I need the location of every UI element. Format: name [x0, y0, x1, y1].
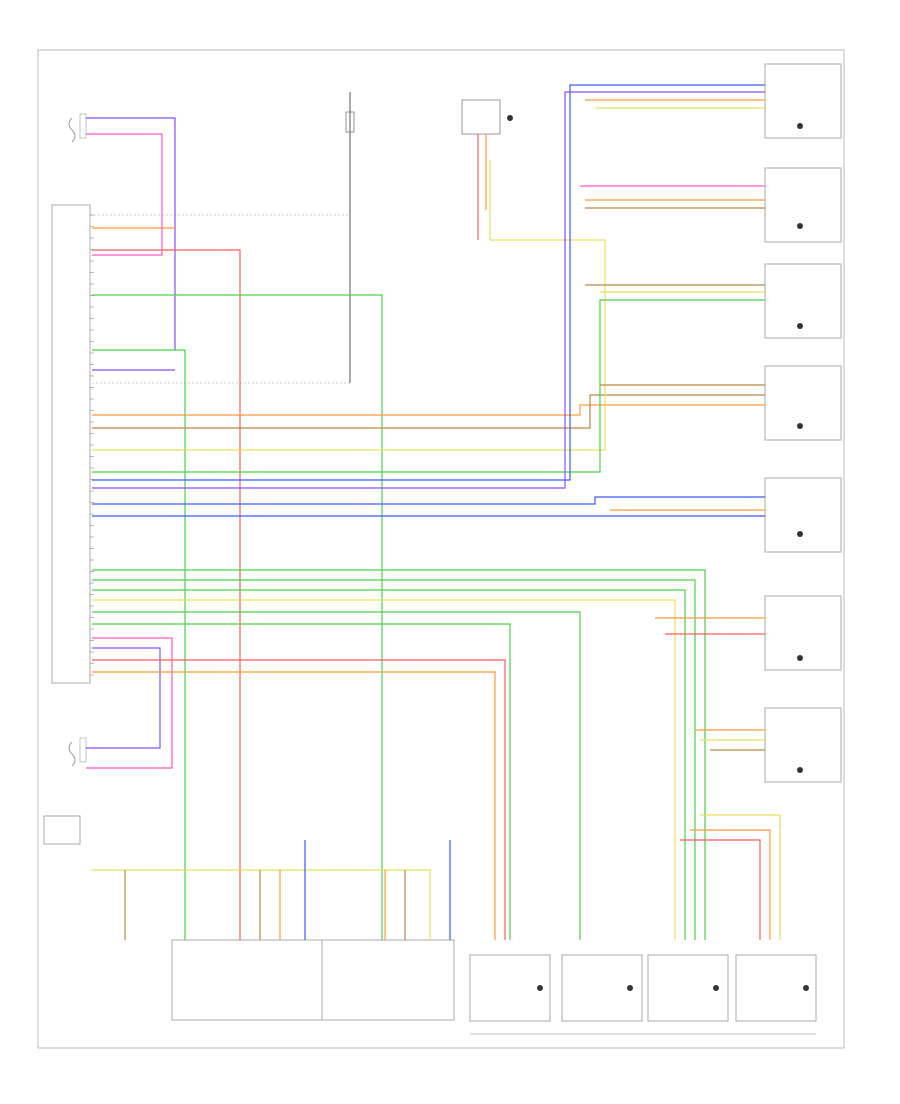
sensor-bottom-left — [68, 737, 87, 767]
sensor-r6 — [764, 595, 842, 671]
wire-31 — [86, 637, 173, 769]
actuator-top-center — [461, 99, 513, 135]
wire-14 — [92, 496, 765, 505]
control-module — [51, 204, 351, 684]
wire-25 — [92, 569, 706, 940]
bottom-sensors — [469, 954, 817, 1035]
wire-41 — [690, 829, 771, 940]
sensor-r5 — [764, 477, 842, 553]
wire-30 — [92, 623, 511, 940]
wire-34 — [92, 671, 496, 940]
control-module-subbox — [89, 214, 351, 384]
instrument-cluster-box — [43, 815, 81, 845]
wire-11 — [92, 299, 765, 473]
wire-5 — [92, 294, 383, 940]
wire-6 — [92, 349, 186, 940]
sensor-top-left — [68, 113, 87, 143]
wire-33 — [92, 659, 506, 940]
wire-43 — [92, 869, 431, 940]
sensor-r1 — [764, 63, 842, 139]
sensor-r3 — [764, 263, 842, 339]
wire-13 — [92, 91, 765, 489]
wire-26 — [92, 579, 696, 940]
module-pins — [90, 214, 94, 676]
wire-32 — [86, 647, 161, 749]
wire-28 — [92, 599, 676, 940]
parking-switch-group — [171, 939, 323, 1021]
wire-42 — [680, 839, 761, 940]
wire-9 — [92, 394, 765, 429]
diagram-border — [37, 49, 845, 1049]
control-module-box — [51, 204, 91, 684]
wire-2 — [86, 133, 163, 256]
wire-29 — [92, 611, 581, 940]
sensor-r7 — [764, 707, 842, 783]
right-sensor-stack — [764, 63, 842, 783]
wires — [86, 84, 781, 940]
wire-12 — [92, 84, 765, 481]
wire-40 — [700, 814, 781, 940]
wire-1 — [86, 117, 176, 350]
wire-27 — [92, 589, 686, 940]
sensor-r2 — [764, 167, 842, 243]
parking-control-group — [321, 939, 455, 1021]
wire-8 — [92, 404, 765, 416]
sensor-r4 — [764, 365, 842, 441]
fuse-top — [345, 92, 355, 383]
wire-4 — [92, 249, 241, 940]
wire-10 — [92, 160, 606, 451]
